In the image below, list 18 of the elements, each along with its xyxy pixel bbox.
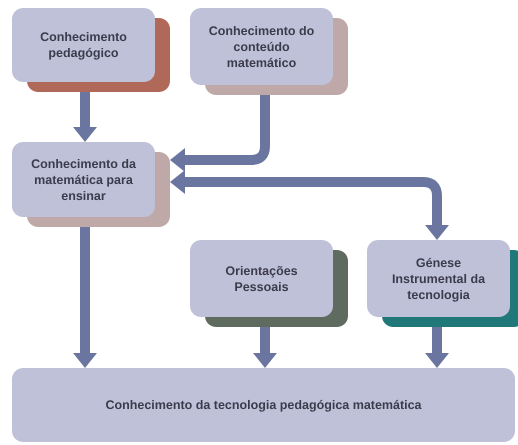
arrow <box>170 170 449 240</box>
concept-label: Orientações Pessoais <box>224 262 299 294</box>
concept-label: Conhecimento pedagógico <box>39 29 128 61</box>
arrow <box>170 95 270 172</box>
concept-label: Conhecimento da matemática para ensinar <box>30 156 137 204</box>
arrow <box>73 227 97 368</box>
concept-box <box>12 368 515 442</box>
concept-label: Génese Instrumental da tecnologia <box>390 254 486 302</box>
concept-box <box>190 8 348 95</box>
arrow <box>253 327 277 368</box>
concept-box <box>12 8 170 92</box>
concept-box <box>190 240 348 327</box>
concept-label: Conhecimento da tecnologia pedagógica matemática <box>105 397 422 413</box>
concept-box <box>367 240 518 327</box>
arrow <box>73 92 97 142</box>
arrow <box>425 327 449 368</box>
concept-label: Conhecimento do conteúdo matemático <box>208 22 316 70</box>
concept-box <box>12 142 170 227</box>
